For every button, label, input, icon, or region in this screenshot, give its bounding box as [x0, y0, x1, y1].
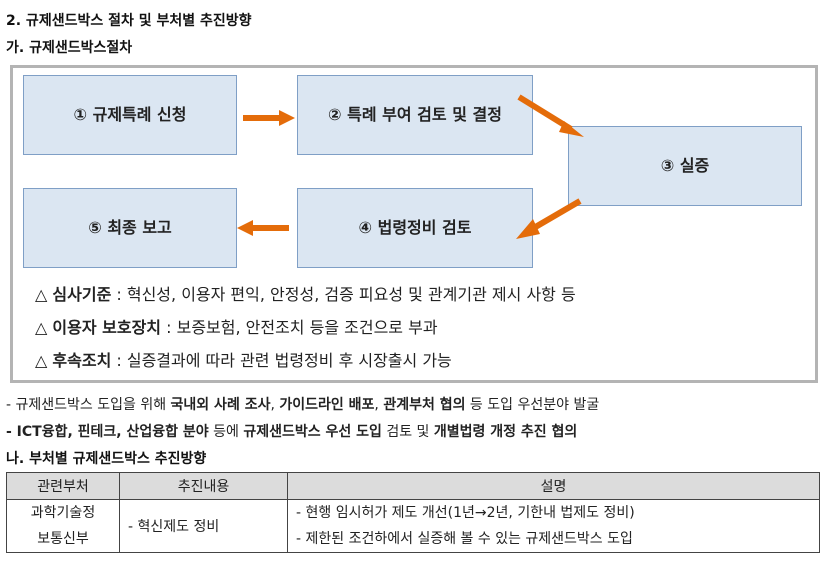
criteria-protection: △ 이용자 보호장치 : 보증보험, 안전조치 등을 조건으로 부과: [35, 314, 438, 338]
arrow-right-icon: [243, 110, 295, 126]
criteria-followup-text: : 실증결과에 따라 관련 법령정비 후 시장출시 가능: [111, 351, 452, 370]
criteria-review-label: 심사기준: [52, 285, 112, 304]
subsection-b-title: 나. 부처별 규제샌드박스 추진방향: [6, 451, 207, 467]
step-review-label: ② 특례 부여 검토 및 결정: [328, 105, 502, 124]
header-content: 추진내용: [119, 472, 288, 500]
step-apply-label: ① 규제특례 신청: [73, 105, 187, 124]
criteria-protection-label: 이용자 보호장치: [52, 318, 162, 337]
step-demo-label: ③ 실증: [660, 156, 710, 175]
intro-line-2: - ICT융합, 핀테크, 산업융합 분야 등에 규제샌드박스 우선 도입 검토…: [6, 424, 578, 440]
process-arrows: [237, 94, 584, 239]
table-header-row: 관련부처 추진내용 설명: [6, 472, 820, 500]
header-desc: 설명: [287, 472, 820, 500]
process-diagram-frame: ① 규제특례 신청 ② 특례 부여 검토 및 결정 ③ 실증 ④ 법령정비 검토…: [10, 65, 818, 383]
cell-content: - 혁신제도 정비: [119, 499, 288, 553]
triangle-bullet-icon: △: [35, 351, 48, 370]
step-final-report-box: ⑤ 최종 보고: [23, 188, 237, 268]
intro-line-1: - 규제샌드박스 도입을 위해 국내외 사례 조사, 가이드라인 배포, 관계부…: [6, 397, 600, 413]
section-title: 2. 규제샌드박스 절차 및 부처별 추진방향: [6, 13, 252, 29]
step-apply-box: ① 규제특례 신청: [23, 75, 237, 155]
triangle-bullet-icon: △: [35, 318, 48, 337]
cell-dept: 과학기술정 보통신부: [6, 499, 120, 553]
step-review-box: ② 특례 부여 검토 및 결정: [297, 75, 533, 155]
table-row: 과학기술정 보통신부 - 혁신제도 정비 - 현행 임시허가 제도 개선(1년→…: [6, 499, 820, 553]
subsection-a-title: 가. 규제샌드박스절차: [6, 40, 133, 56]
step-final-report-label: ⑤ 최종 보고: [88, 218, 172, 237]
criteria-followup: △ 후속조치 : 실증결과에 따라 관련 법령정비 후 시장출시 가능: [35, 347, 452, 371]
criteria-protection-text: : 보증보험, 안전조치 등을 조건으로 부과: [161, 318, 438, 337]
criteria-review-text: : 혁신성, 이용자 편익, 안정성, 검증 피요성 및 관계기관 제시 사항 …: [111, 285, 576, 304]
header-dept: 관련부처: [6, 472, 120, 500]
triangle-bullet-icon: △: [35, 285, 48, 304]
arrow-left-icon: [237, 220, 289, 236]
arrow-down-left-icon: [516, 198, 582, 239]
arrow-down-right-icon: [517, 94, 584, 137]
step-demo-box: ③ 실증: [568, 126, 802, 206]
step-law-review-box: ④ 법령정비 검토: [297, 188, 533, 268]
criteria-followup-label: 후속조치: [52, 351, 112, 370]
step-law-review-label: ④ 법령정비 검토: [358, 218, 472, 237]
criteria-review: △ 심사기준 : 혁신성, 이용자 편익, 안정성, 검증 피요성 및 관계기관…: [35, 281, 576, 305]
department-table: 관련부처 추진내용 설명 과학기술정 보통신부 - 혁신제도 정비 - 현행 임…: [6, 472, 820, 553]
cell-desc: - 현행 임시허가 제도 개선(1년→2년, 기한내 법제도 정비) - 제한된…: [287, 499, 820, 553]
